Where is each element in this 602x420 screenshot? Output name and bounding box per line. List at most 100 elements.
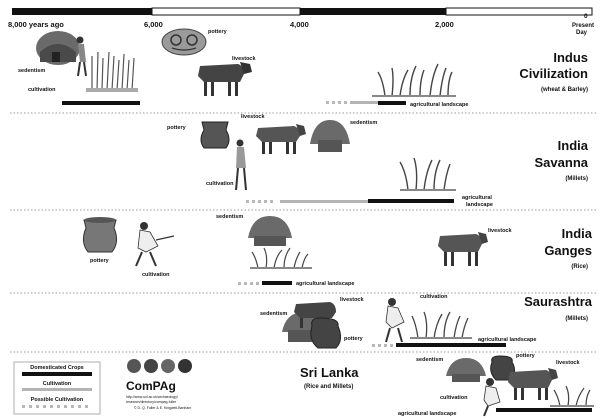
tick-label-4000: 4,000 — [290, 20, 309, 29]
label-cultivation: cultivation — [206, 181, 234, 187]
label-pottery: pottery — [344, 336, 364, 342]
agricultural-plants-illustration — [372, 64, 456, 96]
pottery-sherd-illustration — [162, 29, 206, 55]
wheat-illustration — [86, 52, 138, 92]
legend-label-domesticated: Domesticated Crops — [30, 365, 84, 371]
pot-illustration — [201, 122, 229, 148]
hut-illustration — [310, 120, 350, 152]
legend-swatch-domesticated — [22, 372, 92, 376]
logo-circle-1 — [127, 359, 141, 373]
region-subtitle: (Millets) — [565, 176, 588, 182]
hut-illustration — [36, 31, 80, 65]
label-sedentism: sedentism — [260, 311, 287, 317]
day-label: Day — [576, 30, 588, 36]
label-cultivation: cultivation — [142, 272, 170, 278]
pot-illustration — [311, 318, 341, 348]
cow-illustration — [198, 62, 252, 96]
farmer-illustration — [386, 298, 404, 342]
farmer-illustration — [236, 140, 246, 191]
label-sedentism: sedentism — [350, 120, 377, 126]
label-agricultural-landscape: agricultural landscape — [398, 411, 456, 417]
region-india-ganges: pottery cultivation sedentism agricultur… — [83, 214, 592, 287]
dots-possible-cultivation — [326, 101, 347, 104]
bar-cultivation — [280, 200, 368, 203]
agricultural-plants-illustration — [550, 386, 594, 406]
label-livestock: livestock — [232, 56, 256, 62]
pot-illustration — [83, 217, 116, 252]
label-pottery: pottery — [167, 125, 187, 131]
region-name-line2: Ganges — [544, 243, 592, 258]
tick-label-6000: 6,000 — [144, 20, 163, 29]
present-label: Present — [572, 23, 594, 29]
hut-illustration — [446, 358, 486, 382]
timeline-segment-light-1 — [152, 8, 300, 15]
bar-domesticated-crops-late — [378, 101, 406, 105]
hut-illustration — [248, 216, 292, 246]
tick-label-0: 0 — [584, 13, 588, 20]
region-name: Sri Lanka — [300, 365, 359, 380]
rice-plants-illustration — [250, 248, 312, 268]
farmer-illustration — [77, 37, 87, 77]
bar-domesticated-crops — [396, 343, 506, 347]
label-livestock: livestock — [488, 228, 512, 234]
label-cultivation: cultivation — [28, 87, 56, 93]
label-sedentism: sedentism — [216, 214, 243, 220]
legend-label-cultivation: Cultivation — [43, 381, 72, 387]
label-agricultural: agricultural — [462, 195, 492, 201]
farmer-illustration — [136, 222, 174, 266]
region-name-line2: Savanna — [535, 155, 589, 170]
region-indus: sedentism cultivation pottery livestock — [18, 29, 588, 108]
label-pottery: pottery — [90, 258, 110, 264]
region-name-line1: Indus — [553, 50, 588, 65]
region-name-line2: Civilization — [519, 66, 588, 81]
bar-domesticated-crops — [496, 408, 592, 412]
region-saurashtra: sedentism livestock pottery cultivation … — [260, 294, 593, 348]
bar-cultivation — [350, 101, 378, 104]
region-sri-lanka: Sri Lanka (Rice and Millets) sedentism p… — [300, 353, 594, 417]
label-livestock: livestock — [340, 297, 364, 303]
label-livestock: livestock — [556, 360, 580, 366]
region-name-line1: India — [558, 138, 589, 153]
label-cultivation: cultivation — [440, 395, 468, 401]
label-sedentism: sedentism — [18, 68, 45, 74]
compag-logo: ComPAg http://www.ucl.ac.uk/archaeology/… — [126, 359, 192, 410]
label-livestock: livestock — [241, 114, 265, 120]
region-name: Saurashtra — [524, 294, 593, 309]
label-agricultural-landscape: agricultural landscape — [478, 337, 536, 343]
legend-swatch-cultivation — [22, 388, 92, 391]
bar-domesticated-crops — [262, 281, 292, 285]
logo-line-2: research/directory/compag-fuller — [126, 400, 177, 404]
dots-possible-cultivation — [372, 344, 393, 347]
agricultural-plants-illustration — [410, 312, 472, 338]
label-sedentism: sedentism — [416, 357, 443, 363]
legend-label-possible: Possible Cultivation — [31, 397, 84, 403]
bar-domesticated-crops — [368, 199, 454, 203]
dots-possible-cultivation — [246, 200, 273, 203]
cow-illustration — [508, 368, 558, 400]
cow-illustration — [438, 232, 488, 266]
bar-domesticated-crops — [62, 101, 140, 105]
region-subtitle: (Rice) — [571, 264, 588, 270]
label-landscape: landscape — [466, 202, 493, 208]
region-india-savanna: pottery livestock sedentism cultivation — [167, 114, 589, 208]
tick-label-8000: 8,000 years ago — [8, 20, 64, 29]
logo-circle-2 — [144, 359, 158, 373]
agricultural-plants-illustration — [400, 158, 456, 190]
dots-possible-cultivation — [238, 282, 259, 285]
label-agricultural-landscape: agricultural landscape — [296, 281, 354, 287]
cow-illustration — [256, 124, 306, 154]
label-pottery: pottery — [516, 353, 536, 359]
region-name-line1: India — [562, 226, 593, 241]
logo-line-3: © D. Q. Fuller & E. Kingwell-Banham — [134, 406, 191, 410]
label-cultivation: cultivation — [420, 294, 448, 300]
region-subtitle: (Millets) — [565, 316, 588, 322]
timeline-segment-dark-2 — [300, 8, 446, 15]
region-subtitle: (wheat & Barley) — [541, 87, 588, 93]
logo-circle-4 — [178, 359, 192, 373]
label-agricultural-landscape: agricultural landscape — [410, 102, 468, 108]
logo-line-1: http://www.ucl.ac.uk/archaeology/ — [126, 395, 178, 399]
label-pottery: pottery — [208, 29, 228, 35]
logo-circle-3 — [161, 359, 175, 373]
